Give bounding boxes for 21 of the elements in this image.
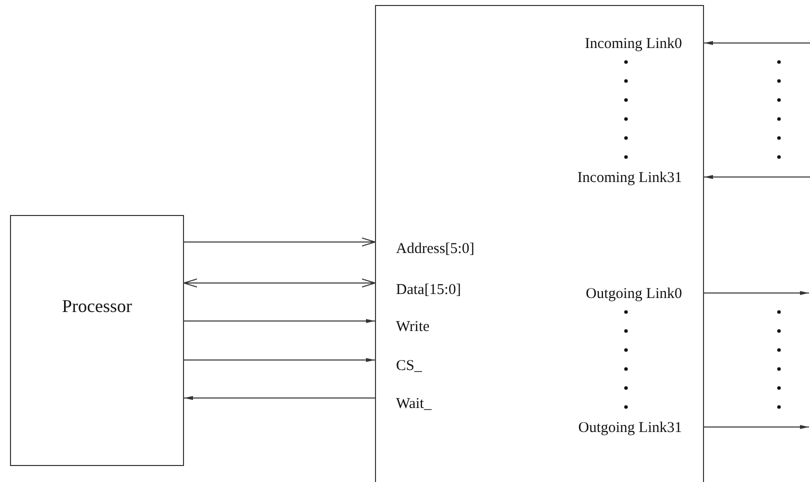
- arrow: [184, 278, 376, 288]
- arrow: [704, 425, 810, 429]
- arrow: [184, 319, 376, 323]
- arrow: [704, 175, 810, 179]
- arrow: [704, 41, 810, 45]
- signal-label: Wait_: [396, 395, 432, 413]
- arrow: [184, 396, 376, 400]
- signal-label: Address[5:0]: [396, 240, 474, 258]
- arrow: [184, 238, 376, 246]
- signal-label: CS_: [396, 357, 422, 375]
- interface-block: [375, 5, 704, 482]
- signal-label: Outgoing Link31: [578, 419, 682, 437]
- processor-box: [10, 215, 184, 466]
- signal-label: Write: [396, 318, 430, 336]
- block-label: Processor: [61, 297, 133, 315]
- arrow: [184, 358, 376, 362]
- signal-label: Data[15:0]: [396, 281, 461, 299]
- signal-label: Incoming Link0: [584, 35, 682, 53]
- signal-label: Outgoing Link0: [586, 285, 682, 303]
- arrow: [704, 291, 810, 295]
- signal-label: Incoming Link31: [577, 169, 682, 187]
